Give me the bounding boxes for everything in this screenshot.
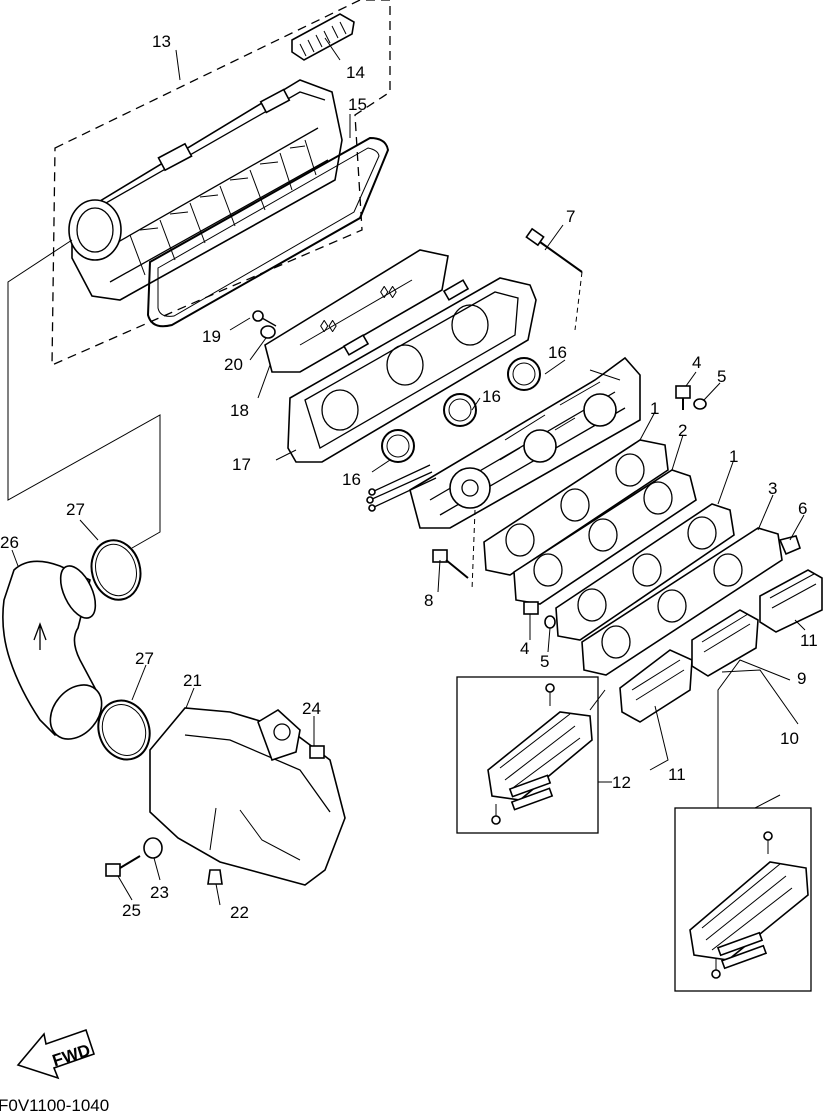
intake-frame <box>287 277 537 463</box>
bolt-4-lower <box>523 601 539 615</box>
reed-detail-box <box>456 676 599 834</box>
grommet-22 <box>207 869 223 885</box>
callout-20: 20 <box>224 355 243 374</box>
callout-21: 21 <box>183 671 202 690</box>
air-box-cover <box>68 79 343 301</box>
callout-17: 17 <box>232 455 251 474</box>
callout-1-a: 1 <box>650 399 659 418</box>
callout-7: 7 <box>566 207 575 226</box>
gasket-1b <box>555 503 735 641</box>
figure-code: F0V1100-1040 <box>0 1096 109 1111</box>
callout-18: 18 <box>230 401 249 420</box>
callout-6: 6 <box>798 499 807 518</box>
callout-16-mid: 16 <box>482 387 501 406</box>
callout-23: 23 <box>150 883 169 902</box>
callout-2: 2 <box>678 421 687 440</box>
callout-11-right: 11 <box>800 631 818 650</box>
callout-12: 12 <box>612 773 631 792</box>
callout-22: 22 <box>230 903 249 922</box>
silencer-box <box>149 707 346 886</box>
o-ring-1 <box>381 429 415 463</box>
washer-5-lower <box>544 615 556 629</box>
callout-16-low: 16 <box>342 470 361 489</box>
reed-valve-b <box>691 609 759 677</box>
svg-text:◊◊: ◊◊ <box>380 283 397 302</box>
o-ring-2 <box>443 393 477 427</box>
clip-6 <box>778 535 801 556</box>
grommet-23 <box>143 837 163 859</box>
bolt-4-upper <box>675 385 691 410</box>
washer-5-upper <box>693 398 707 410</box>
collar-24 <box>309 745 325 759</box>
callout-26: 26 <box>0 533 19 552</box>
callout-11-mid: 11 <box>668 765 686 784</box>
forward-arrow-icon: FWD <box>16 1028 96 1080</box>
callout-3: 3 <box>768 479 777 498</box>
intake-duct <box>2 560 103 740</box>
callout-4-low: 4 <box>520 639 529 658</box>
callout-numbers: 13 14 15 7 19 20 18 16 16 16 17 4 5 1 2 … <box>0 32 818 922</box>
callout-8: 8 <box>424 591 433 610</box>
reed-valve-a <box>619 649 693 723</box>
callout-13: 13 <box>152 32 171 51</box>
callout-25: 25 <box>122 901 141 920</box>
leader-lines <box>11 37 806 906</box>
svg-text:◊◊: ◊◊ <box>320 317 337 336</box>
callout-14: 14 <box>346 63 365 82</box>
callout-27-low: 27 <box>135 649 154 668</box>
callout-19: 19 <box>202 327 221 346</box>
callout-15: 15 <box>348 95 367 114</box>
bolt-8 <box>432 549 469 579</box>
callout-27-top: 27 <box>66 500 85 519</box>
reed-valve-c <box>759 569 823 633</box>
bolt-19 <box>252 310 277 327</box>
callout-5-top: 5 <box>717 367 726 386</box>
o-ring-3 <box>507 357 541 391</box>
gasket-3 <box>581 527 783 676</box>
callout-24: 24 <box>302 699 321 718</box>
bolt-25 <box>105 855 141 877</box>
callout-4-top: 4 <box>692 353 701 372</box>
air-box-cover-group <box>51 0 391 367</box>
cover-clip <box>291 13 355 61</box>
cover-seal <box>146 136 390 328</box>
callout-1-b: 1 <box>729 447 738 466</box>
throttle-body <box>366 356 641 591</box>
washer-20 <box>260 325 276 339</box>
hose-clamp-lower <box>97 699 151 761</box>
long-bolt <box>525 227 583 331</box>
callout-16-top: 16 <box>548 343 567 362</box>
callout-5-low: 5 <box>540 652 549 671</box>
hose-leader-outline <box>7 239 161 549</box>
hose-clamp-upper <box>90 539 142 601</box>
gasket-plate: ◊◊ ◊◊ <box>264 249 449 373</box>
callout-9: 9 <box>797 669 806 688</box>
reed-detail-box-large <box>674 807 812 992</box>
callout-10: 10 <box>780 729 799 748</box>
